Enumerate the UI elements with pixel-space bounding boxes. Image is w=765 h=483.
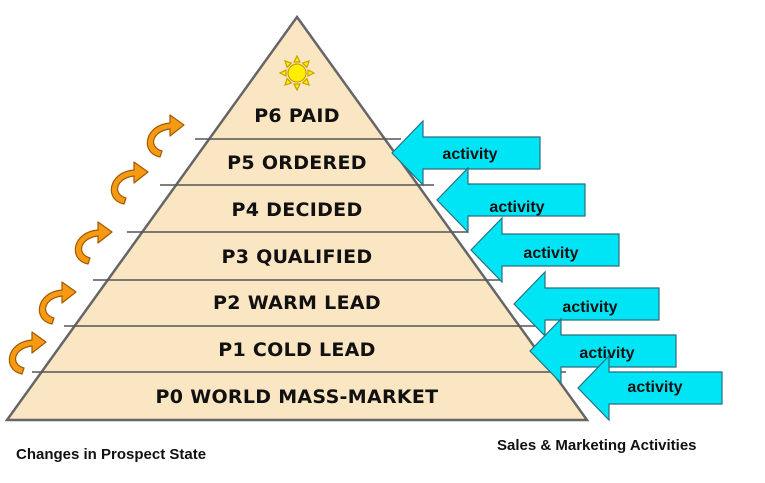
activity-label: activity (579, 345, 634, 362)
activity-arrow: activity (391, 119, 541, 187)
activity-label: activity (627, 379, 682, 396)
level-label-p5: P5 ORDERED (227, 152, 367, 174)
activity-label: activity (489, 199, 544, 216)
curved-arrow-icon (8, 331, 47, 375)
level-label-p1: P1 COLD LEAD (218, 339, 376, 361)
pyramid (4, 14, 590, 422)
level-label-p6: P6 PAID (254, 105, 340, 127)
pyramid-dividers (32, 138, 566, 373)
activity-arrow: activity (577, 354, 723, 422)
activity-arrow: activity (470, 216, 620, 284)
activity-label: activity (442, 146, 497, 163)
curved-arrow-icon (74, 221, 113, 265)
level-label-p2: P2 WARM LEAD (213, 292, 381, 314)
sun-icon (278, 54, 316, 92)
curved-arrow-icon (38, 281, 77, 325)
activity-label: activity (523, 245, 578, 262)
activity-arrows: activity activity activity activity acti… (391, 119, 723, 422)
activity-arrow: activity (513, 270, 660, 338)
level-label-p4: P4 DECIDED (231, 199, 362, 221)
level-label-p0: P0 WORLD MASS-MARKET (156, 386, 439, 408)
curved-arrow-icon (146, 114, 185, 158)
activities-caption: Sales & Marketing Activities (497, 437, 697, 454)
level-label-p3: P3 QUALIFIED (221, 246, 372, 268)
activity-label: activity (562, 299, 617, 316)
prospect-state-caption: Changes in Prospect State (16, 446, 207, 463)
activity-arrow: activity (436, 166, 586, 234)
activity-arrow: activity (529, 317, 677, 385)
curved-arrow-icon (110, 161, 149, 205)
